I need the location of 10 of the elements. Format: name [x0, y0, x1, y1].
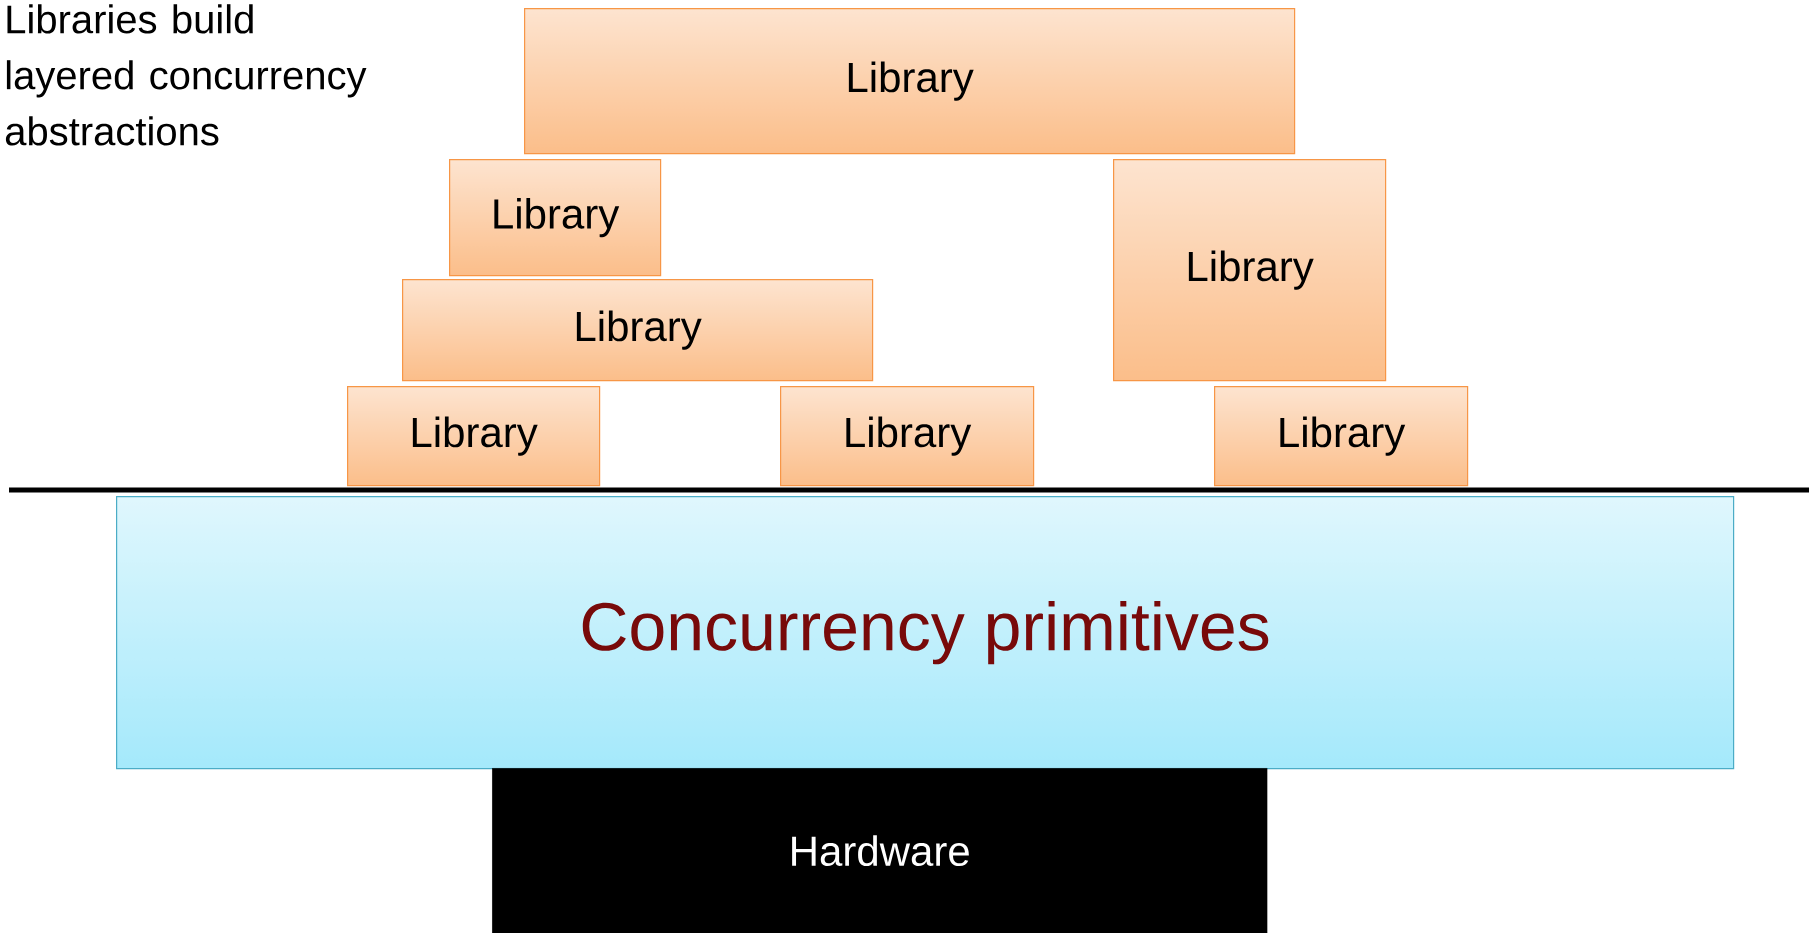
- hardware-block: Hardware: [492, 768, 1268, 933]
- library-box: Library: [524, 8, 1296, 155]
- library-box: Library: [780, 386, 1035, 487]
- library-box: Library: [347, 386, 601, 487]
- library-box: Library: [402, 279, 874, 382]
- library-box: Library: [1214, 386, 1469, 487]
- library-box: Library: [1113, 159, 1387, 382]
- caption-text: Libraries build layered concurrency abstractions: [5, 4, 367, 146]
- library-box: Library: [449, 159, 662, 277]
- primitives-layer: Concurrency primitives: [116, 496, 1735, 770]
